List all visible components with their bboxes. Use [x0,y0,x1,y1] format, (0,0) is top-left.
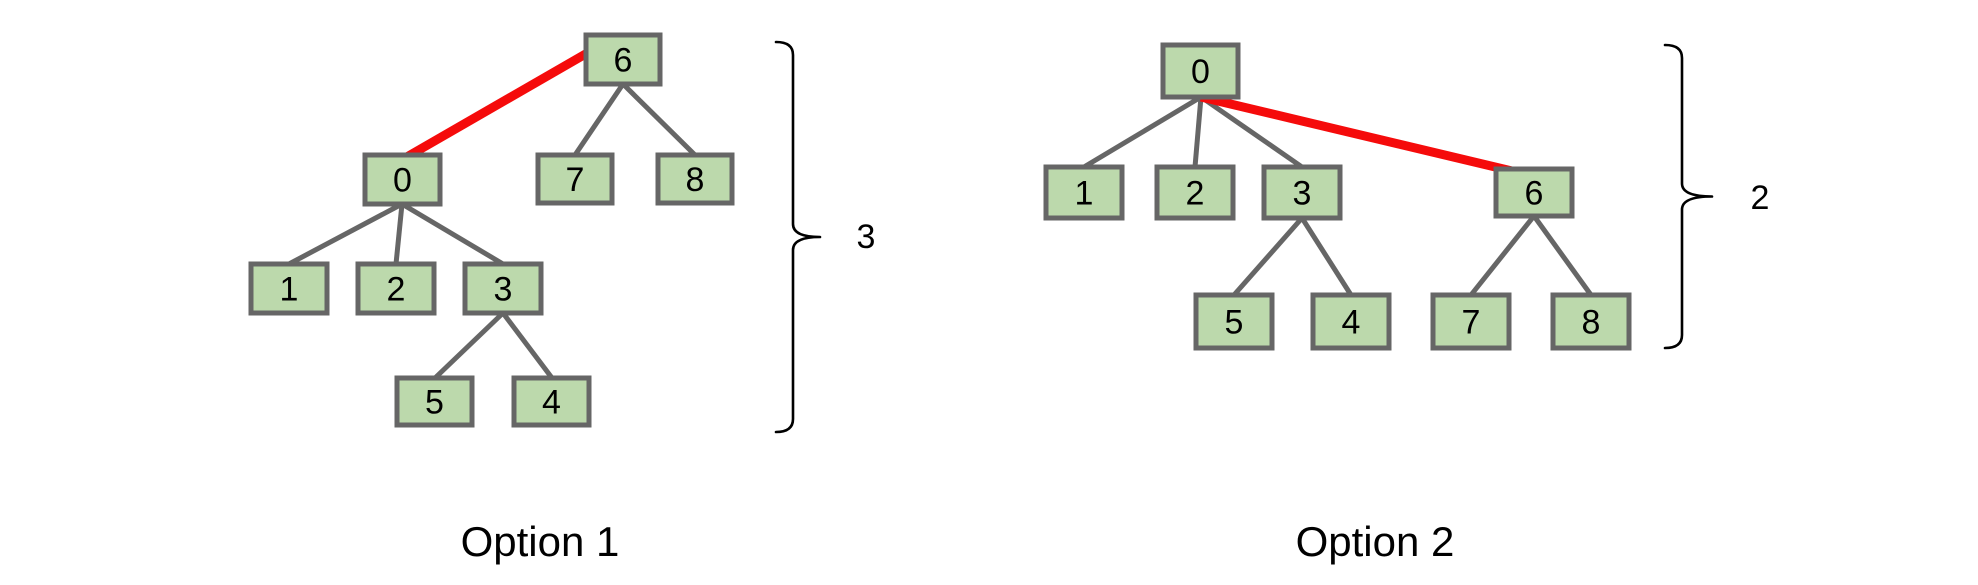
node-5[interactable]: 5 [394,375,475,428]
node-box-6[interactable] [1493,166,1575,219]
highlight-edge-n0-n6 [1199,92,1514,176]
node-label-4: 4 [542,384,561,422]
edge-n0-n2 [1192,96,1204,168]
bracket-option-1 [774,40,822,434]
node-label-5: 5 [1225,304,1244,342]
node-1[interactable]: 1 [248,261,330,316]
node-label-6: 6 [1525,175,1544,213]
node-label-3: 3 [494,271,513,309]
bracket-label-option-2: 2 [1751,179,1770,217]
edge-n3-n4 [1299,216,1354,297]
node-box-3[interactable] [462,261,544,316]
node-6[interactable]: 6 [583,32,663,87]
node-label-7: 7 [566,161,585,199]
node-0[interactable]: 0 [362,152,443,207]
edge-n0-n1 [287,201,404,267]
node-box-1[interactable] [1043,164,1125,221]
node-3[interactable]: 3 [1261,164,1343,221]
edge-n0-n2 [393,203,405,265]
node-7[interactable]: 7 [1430,292,1512,351]
node-2[interactable]: 2 [355,261,437,316]
node-box-4[interactable] [1310,292,1392,351]
edge-n6-n7 [1469,214,1536,297]
highlight-edge-n6-n0 [402,48,592,162]
node-box-2[interactable] [1154,164,1236,221]
node-0[interactable]: 0 [1160,42,1241,100]
edges-layer [287,48,1594,380]
node-box-1[interactable] [248,261,330,316]
node-box-4[interactable] [511,375,592,428]
brackets-layer: 32 [774,40,1770,434]
node-label-6: 6 [614,42,633,80]
edge-n3-n5 [1232,216,1304,297]
node-label-8: 8 [1582,304,1601,342]
node-4[interactable]: 4 [511,375,592,428]
bracket-label-option-1: 3 [857,218,876,256]
node-box-5[interactable] [1193,292,1275,351]
node-box-8[interactable] [1550,292,1632,351]
node-label-2: 2 [387,271,406,309]
node-label-5: 5 [425,384,444,422]
node-2[interactable]: 2 [1154,164,1236,221]
node-5[interactable]: 5 [1193,292,1275,351]
node-box-3[interactable] [1261,164,1343,221]
node-box-7[interactable] [1430,292,1512,351]
node-3[interactable]: 3 [462,261,544,316]
bracket-option-2 [1663,43,1714,350]
node-4[interactable]: 4 [1310,292,1392,351]
edge-n6-n8 [621,82,697,157]
node-label-0: 0 [393,162,412,200]
edge-n3-n5 [433,311,505,380]
node-label-2: 2 [1186,175,1205,213]
edge-n0-n3 [400,201,505,267]
node-8[interactable]: 8 [655,152,735,206]
node-7[interactable]: 7 [535,152,615,206]
node-label-0: 0 [1191,53,1210,91]
edge-n6-n8 [1531,214,1594,297]
edge-n3-n4 [501,311,554,380]
node-label-8: 8 [686,161,705,199]
edge-n0-n1 [1082,94,1203,170]
node-box-6[interactable] [583,32,663,87]
node-box-0[interactable] [362,152,443,207]
node-label-4: 4 [1342,304,1361,342]
caption-option-2: Option 2 [1295,518,1455,565]
node-box-0[interactable] [1160,42,1241,100]
node-label-3: 3 [1293,175,1312,213]
node-label-1: 1 [280,271,299,309]
caption-option-1: Option 1 [460,518,620,565]
nodes-layer: 6 0 7 8 1 2 3 5 4 0 1 2 3 6 5 4 7 8 [248,32,1632,428]
node-box-5[interactable] [394,375,475,428]
node-8[interactable]: 8 [1550,292,1632,351]
edge-n6-n7 [572,82,626,157]
node-box-8[interactable] [655,152,735,206]
node-label-7: 7 [1462,304,1481,342]
node-box-7[interactable] [535,152,615,206]
node-6[interactable]: 6 [1493,166,1575,219]
node-1[interactable]: 1 [1043,164,1125,221]
edge-n0-n3 [1199,94,1304,170]
node-box-2[interactable] [355,261,437,316]
node-label-1: 1 [1075,175,1094,213]
